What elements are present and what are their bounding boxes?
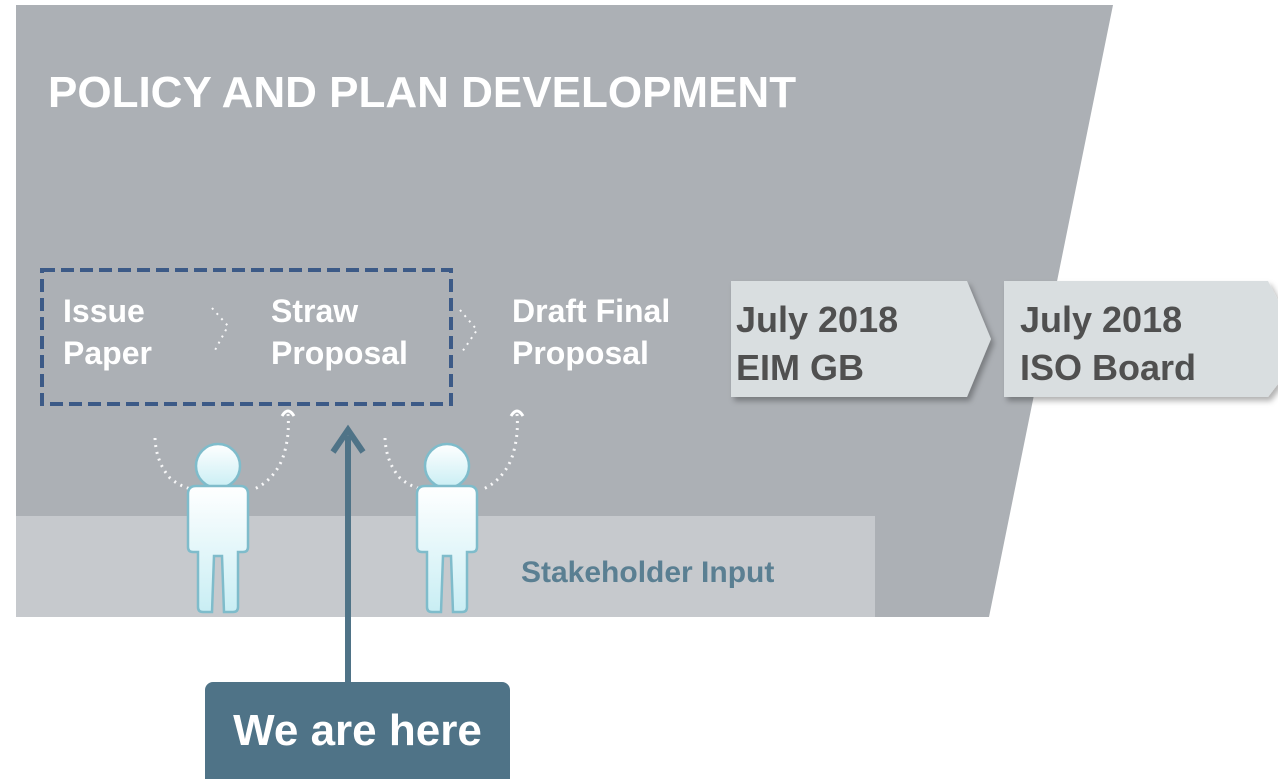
policy-panel <box>16 5 1113 617</box>
current-stage-box <box>40 268 453 406</box>
stage-draft-final-line1: Draft Final <box>512 293 671 329</box>
chevron-eim-gb <box>731 281 991 397</box>
stage-separator-2 <box>459 309 479 353</box>
stage-separator-1 <box>211 307 230 353</box>
we-are-here-callout: We are here <box>205 682 510 779</box>
stage-draft-final-proposal: Draft Final Proposal <box>512 290 670 374</box>
stakeholder-person-2-icon <box>383 409 525 614</box>
stage-draft-final-line2: Proposal <box>512 335 649 371</box>
stage-straw-proposal-line1: Straw <box>271 293 359 329</box>
we-are-here-arrow <box>330 424 366 684</box>
stage-straw-proposal-line2: Proposal <box>271 335 408 371</box>
chevron-iso-board-label: July 2018 ISO Board <box>1020 296 1196 392</box>
chevron-iso-board <box>1004 281 1278 397</box>
stage-issue-paper-line1: Issue <box>63 293 145 329</box>
chevron-eim-gb-label: July 2018 EIM GB <box>736 296 898 392</box>
diagram-title: POLICY AND PLAN DEVELOPMENT <box>48 68 797 117</box>
stakeholder-input-label: Stakeholder Input <box>521 556 775 589</box>
stage-issue-paper: Issue Paper <box>63 290 152 374</box>
chevron-eim-gb-date: July 2018 <box>736 299 899 340</box>
chevron-iso-board-name: ISO Board <box>1020 347 1197 388</box>
chevron-eim-gb-name: EIM GB <box>736 347 865 388</box>
stage-straw-proposal: Straw Proposal <box>271 290 408 374</box>
chevron-iso-board-date: July 2018 <box>1020 299 1183 340</box>
stakeholder-person-1-icon <box>153 409 296 614</box>
stage-issue-paper-line2: Paper <box>63 335 152 371</box>
